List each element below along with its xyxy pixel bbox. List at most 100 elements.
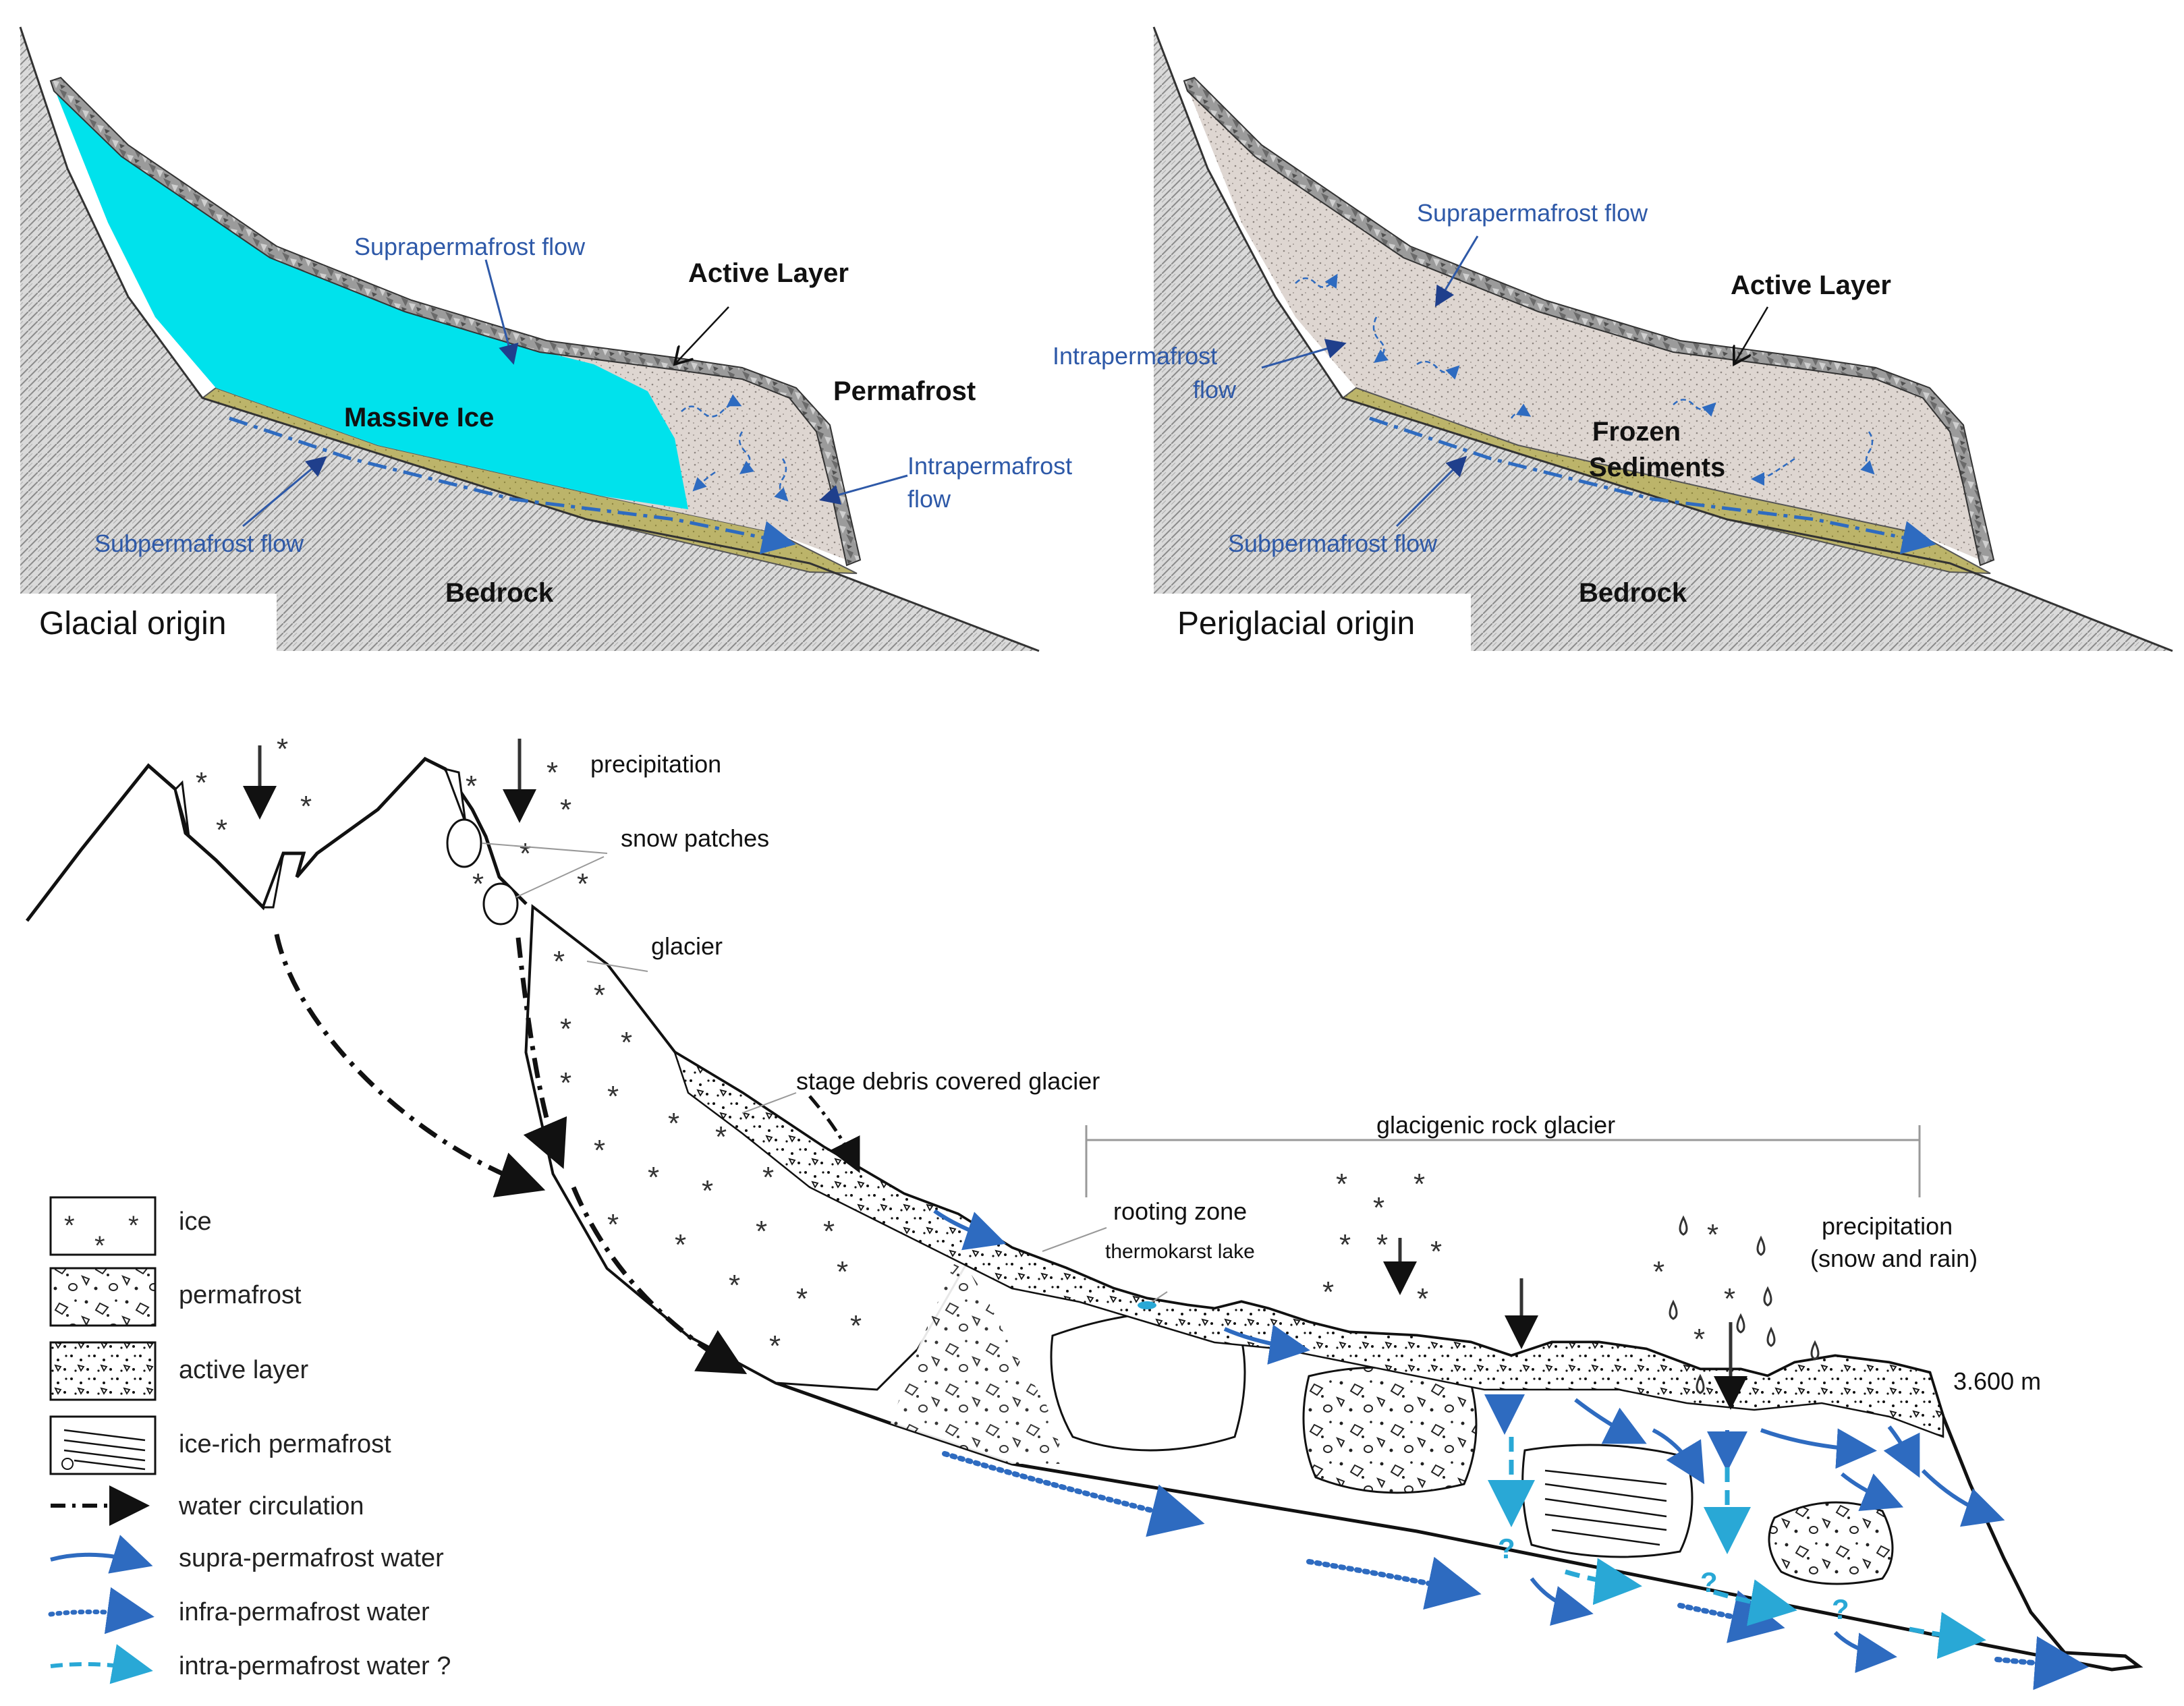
mountain-ridge [26, 756, 528, 922]
thermokarst-lake [1138, 1301, 1156, 1309]
intrapermafrost-pointer [1261, 339, 1347, 369]
svg-text:*: * [621, 1026, 632, 1059]
svg-text:*: * [1339, 1228, 1351, 1261]
caption-box [0, 594, 277, 654]
permafrost-fill [891, 1255, 1066, 1464]
svg-text:*: * [196, 766, 207, 799]
intrapermafrost-flow-label-line1: Intrapermafrost [1053, 342, 1217, 370]
precipitation-snow-rain-label-line2: (snow and rain) [1810, 1245, 1978, 1272]
svg-text:*: * [594, 979, 605, 1012]
supra-permafrost-water-arrows [933, 1209, 2005, 1674]
subpermafrost-pointer [1395, 455, 1467, 528]
massive-ice-label: Massive Ice [344, 403, 494, 432]
legend-item-infra-permafrost-water: infra-permafrost water [48, 1587, 430, 1634]
svg-text:*: * [648, 1161, 659, 1194]
svg-text:infra-permafrost water: infra-permafrost water [179, 1598, 430, 1626]
active-layer-label: Active Layer [1731, 271, 1891, 300]
glacial-origin-panel: Suprapermafrost flow Active Layer Permaf… [0, 26, 1072, 654]
svg-text:*: * [94, 1231, 105, 1261]
svg-text:*: * [553, 945, 565, 978]
legend-item-ice: * * * ice [49, 1196, 212, 1261]
cross-section-diagram: *** *** *** *** *** *** *** *** *** [26, 733, 2144, 1690]
svg-text:*: * [560, 1067, 571, 1100]
active-layer-label: Active Layer [688, 258, 849, 288]
bedrock-label: Bedrock [1579, 578, 1687, 608]
bedrock-area [20, 27, 1039, 651]
rain-drops [1669, 1215, 1820, 1394]
svg-text:intra-permafrost water ?: intra-permafrost water ? [179, 1652, 451, 1680]
active-layer-pointer [675, 306, 729, 364]
stage-debris-label: stage debris covered glacier [796, 1067, 1100, 1095]
legend-item-ice-rich-permafrost: ice-rich permafrost [49, 1415, 391, 1475]
question-mark: ? [1832, 1593, 1849, 1625]
intra-permafrost-water-arrows [1488, 1437, 1986, 1659]
svg-text:*: * [1653, 1255, 1664, 1288]
snow-asterisks: **** **** ** **** **** **** [196, 733, 1735, 1356]
frozen-sediments-label-line1: Frozen [1592, 417, 1681, 447]
svg-text:*: * [466, 770, 477, 803]
svg-text:*: * [1707, 1218, 1718, 1251]
svg-text:*: * [607, 1080, 619, 1113]
glacial-origin-caption: Glacial origin [39, 606, 226, 642]
svg-text:*: * [1724, 1282, 1735, 1315]
intrapermafrost-flow-label-line2: flow [1193, 376, 1237, 403]
svg-text:ice: ice [179, 1207, 212, 1236]
water-circulation-arrow [571, 1186, 748, 1374]
question-mark: ? [1498, 1533, 1515, 1564]
frozen-sediment-body [1187, 88, 1980, 560]
precipitation-arrows [243, 739, 1747, 1410]
svg-text:*: * [715, 1120, 727, 1154]
svg-text:*: * [823, 1215, 835, 1248]
intrapermafrost-squiggles [1295, 273, 1875, 486]
legend-item-active-layer: active layer [49, 1341, 309, 1401]
subpermafrost-flow-label: Subpermafrost flow [94, 530, 304, 557]
question-mark: ? [1700, 1566, 1718, 1598]
subpermafrost-flow-arrow [229, 416, 796, 555]
svg-text:*: * [216, 814, 227, 847]
svg-text:*: * [850, 1309, 862, 1342]
svg-text:*: * [702, 1174, 713, 1207]
intrapermafrost-squiggles [681, 394, 789, 502]
svg-text:*: * [560, 793, 571, 826]
svg-text:supra-permafrost water: supra-permafrost water [179, 1544, 444, 1572]
legend-item-supra-permafrost-water: supra-permafrost water [50, 1535, 444, 1574]
bedrock-area [1154, 27, 2173, 651]
svg-text:*: * [1693, 1323, 1705, 1356]
subpermafrost-flow-label: Subpermafrost flow [1228, 530, 1438, 557]
bedrock-label: Bedrock [445, 578, 554, 608]
legend-item-intra-permafrost-water: intra-permafrost water ? [50, 1644, 451, 1684]
svg-text:*: * [769, 1330, 781, 1363]
svg-text:*: * [756, 1215, 767, 1248]
subpermafrost-pointer [242, 456, 327, 528]
thermokarst-lake-label: thermokarst lake [1105, 1241, 1255, 1263]
glacigenic-bracket [1085, 1125, 1921, 1197]
intrapermafrost-pointer [819, 474, 908, 505]
svg-text:*: * [607, 1208, 619, 1241]
precipitation-label: precipitation [590, 750, 721, 778]
svg-text:*: * [64, 1211, 75, 1241]
active-layer-debris [1183, 76, 1995, 567]
svg-text:*: * [594, 1134, 605, 1167]
frozen-sediments-label-line2: Sediments [1589, 453, 1725, 482]
svg-text:*: * [796, 1282, 808, 1315]
snow-patch [446, 818, 482, 868]
glacigenic-rock-glacier-label: glacigenic rock glacier [1376, 1111, 1615, 1139]
svg-text:*: * [1373, 1191, 1384, 1224]
snow-patch [482, 882, 519, 926]
periglacial-origin-caption: Periglacial origin [1177, 606, 1415, 642]
legend-item-water-circulation: water circulation [51, 1485, 364, 1526]
subpermafrost-flow-arrow [1369, 416, 1936, 555]
svg-text:*: * [675, 1228, 686, 1261]
snow-patches-label: snow patches [621, 824, 769, 852]
svg-text:*: * [1322, 1276, 1334, 1309]
svg-text:*: * [1417, 1282, 1428, 1315]
svg-text:*: * [1376, 1228, 1388, 1261]
glacier-label: glacier [651, 932, 723, 960]
svg-text:*: * [547, 756, 558, 789]
legend: * * * ice permafrost active layer ice-ri… [48, 1196, 451, 1684]
svg-text:*: * [1413, 1168, 1425, 1201]
intrapermafrost-flow-label-line2: flow [907, 485, 951, 513]
permafrost-label: Permafrost [833, 376, 976, 406]
water-circulation-arrow [808, 1095, 860, 1173]
